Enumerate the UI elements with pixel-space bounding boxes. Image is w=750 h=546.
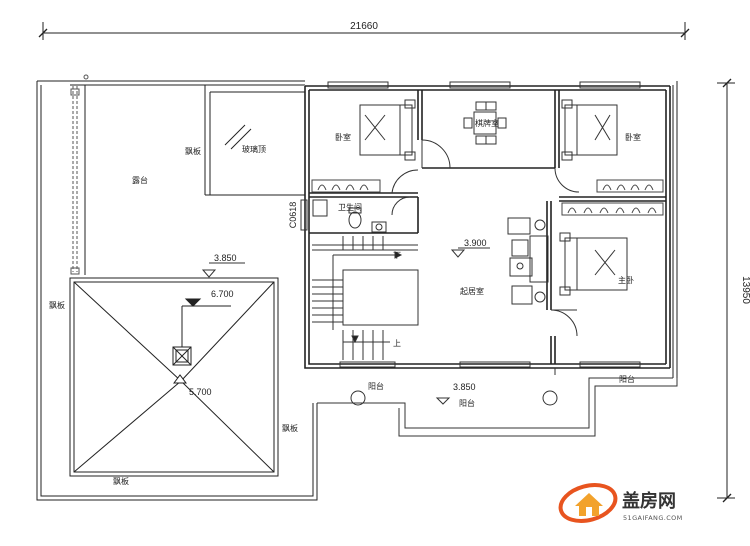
room-label-terrace: 露台 [132,175,148,185]
canopy-label-right: 飘板 [282,423,298,433]
room-label-bathroom: 卫生间 [338,202,362,212]
right-dimension-line [717,78,735,503]
elevation-roof-ridge: 6.700 [211,289,234,299]
terrace-outline [36,80,678,501]
front-balcony [317,368,678,437]
stair-up-label: 上 [393,339,401,348]
room-label-bedroom-left: 卧室 [335,132,351,142]
elevation-roof-mid: 5.700 [189,387,212,397]
staircase [312,236,419,360]
window-code-label: C0618 [288,202,298,229]
overall-width-label: 21660 [350,21,378,32]
doors [391,139,580,337]
room-label-glass-roof: 玻璃顶 [242,144,266,154]
sofa-set [507,217,549,305]
room-label-balcony-right: 阳台 [619,374,635,384]
windows [300,81,641,368]
wardrobes [311,179,664,216]
stair-down-label: 下 [393,251,401,260]
room-label-chess-room: 棋牌室 [475,118,499,128]
elevation-markers [201,247,490,278]
building-walls [304,85,671,369]
glass-roof-area [84,85,305,275]
canopy-label-glass: 飘板 [185,146,201,156]
room-label-balcony-left: 阳台 [368,381,384,391]
beds [359,99,628,296]
terrace-railing [70,74,89,275]
top-dimension-line [38,22,690,40]
house-logo-icon [558,483,618,523]
elevation-roof-eave: 3.850 [214,253,237,263]
brand-logo: 盖房网 51GAIFANG.COM [558,483,683,523]
elevation-living-floor: 3.900 [464,238,487,248]
bathroom-fixtures [312,199,387,233]
canopy-label-bottom: 飘板 [113,476,129,486]
room-label-balcony-center: 阳台 [459,398,475,408]
elevation-front-balcony: 3.850 [453,382,476,392]
room-label-living-room: 起居室 [460,286,484,296]
brand-domain: 51GAIFANG.COM [623,514,683,522]
room-label-master-bedroom: 主卧 [618,275,634,285]
brand-name: 盖房网 [622,490,676,512]
overall-depth-label: 13950 [740,276,750,304]
room-label-bedroom-right: 卧室 [625,132,641,142]
canopy-label-left: 飘板 [49,300,65,310]
hip-roof [69,277,279,477]
chess-table [463,101,507,145]
